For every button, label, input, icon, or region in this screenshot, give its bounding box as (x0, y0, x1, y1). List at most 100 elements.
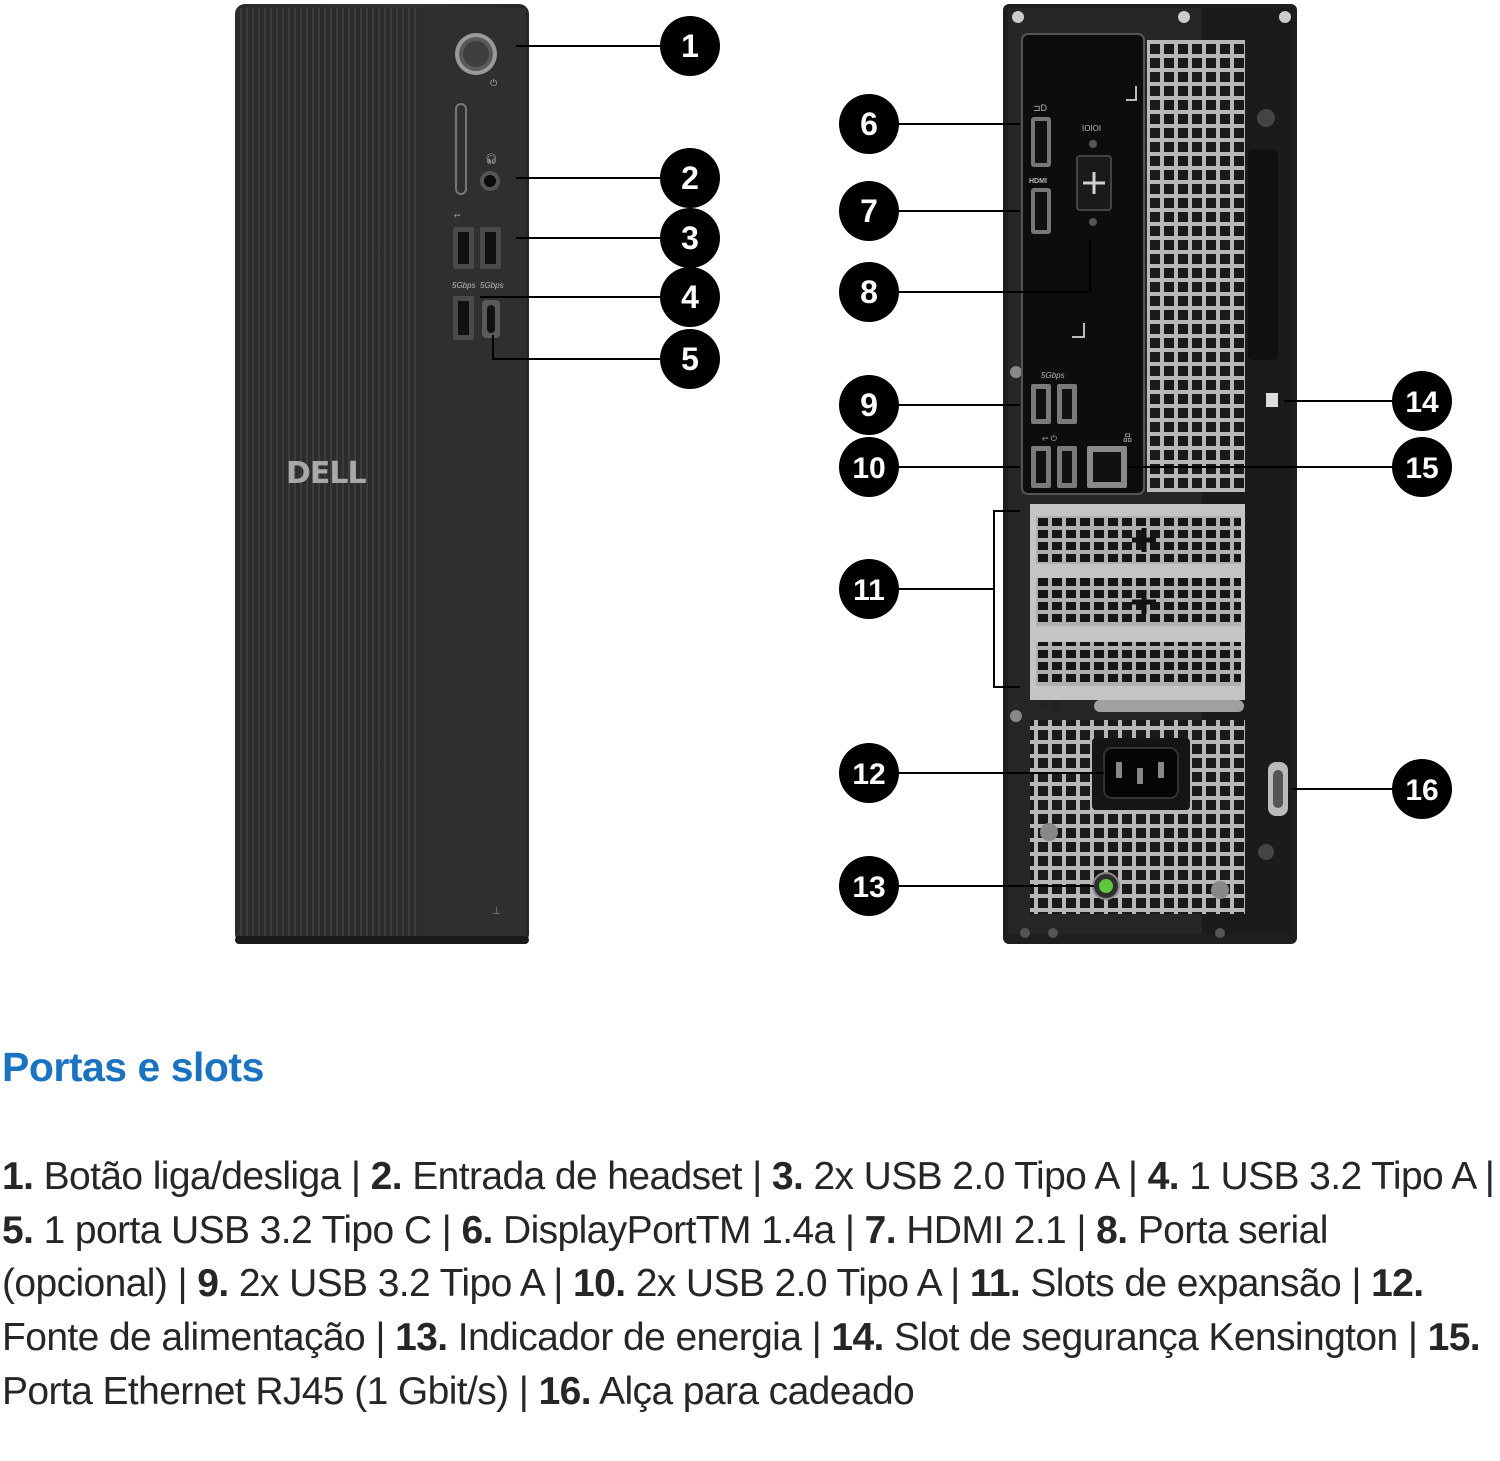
legend-item-number: 6. (461, 1208, 493, 1252)
padlock-loop (1268, 762, 1288, 816)
legend-separator: | (431, 1208, 462, 1252)
power-indicator-led (1092, 872, 1120, 900)
callout-12-label: 12 (852, 758, 885, 791)
legend-separator: | (741, 1155, 772, 1198)
legend-item-text: Fonte de alimentação (2, 1316, 366, 1360)
network-icon: 品 (1123, 433, 1132, 443)
legend-item-text: Porta Ethernet RJ45 (1 Gbit/s) (2, 1369, 509, 1413)
callout-1-label: 1 (681, 28, 699, 64)
legend-item-number: 14. (831, 1316, 884, 1360)
legend-item: 13. Indicador de energia (395, 1316, 802, 1360)
callout-8-label: 8 (860, 274, 878, 310)
legend-item-text: Entrada de headset (402, 1155, 742, 1198)
legend-item-number: 12. (1371, 1262, 1424, 1306)
usb-speed-label: 5Gbps (452, 281, 476, 290)
legend-item-text: DisplayPortTM 1.4a (492, 1208, 835, 1252)
hdmi-label: HDMI (1029, 178, 1047, 185)
legend-item: 9. 2x USB 3.2 Tipo A (197, 1262, 543, 1305)
front-usb-c-port (482, 300, 500, 338)
legend-item: 2. Entrada de headset (370, 1155, 743, 1198)
callout-7-label: 7 (860, 193, 878, 229)
callout-6-label: 6 (860, 106, 878, 142)
front-usb-2-ports: ⭉ (453, 211, 501, 269)
rear-handle-recess (1248, 150, 1278, 360)
legend-item-text: 2x USB 2.0 Tipo A (625, 1262, 941, 1306)
callout-3-label: 3 (681, 220, 699, 256)
rear-vent-grille (1147, 40, 1245, 492)
ports-legend: 1. Botão liga/desliga | 2. Entrada de he… (2, 1150, 1498, 1419)
legend-separator: | (340, 1155, 371, 1198)
displayport-port: ⊐D (1031, 103, 1051, 167)
headset-jack: 🎧︎ (480, 153, 500, 191)
usb-c-speed-label: 5Gbps (480, 281, 504, 290)
headset-icon: 🎧︎ (485, 153, 498, 165)
legend-item-number: 16. (538, 1369, 592, 1413)
dell-logo: DELL (286, 456, 367, 491)
callout-9-label: 9 (860, 387, 878, 423)
callout-15: 15 (1392, 437, 1452, 497)
serial-port-cover (1076, 140, 1112, 226)
callout-2-label: 2 (681, 160, 699, 196)
legend-item: 1. Botão liga/desliga (2, 1155, 341, 1198)
legend-item-text: 2x USB 3.2 Tipo A (228, 1262, 544, 1306)
power-supply (1030, 720, 1245, 914)
legend-item: 14. Slot de segurança Kensington (831, 1316, 1398, 1360)
drive-activity-icon: ⊥ (492, 906, 501, 917)
legend-item-text: 1 USB 3.2 Tipo A (1178, 1155, 1475, 1198)
callout-11-label: 11 (853, 574, 885, 607)
callout-14: 14 (1392, 371, 1452, 431)
ethernet-port: 品 (1087, 433, 1132, 488)
callout-14-label: 14 (1405, 386, 1439, 419)
serial-label: IOIOI (1082, 124, 1101, 133)
section-title: Portas e slots (2, 1044, 264, 1090)
legend-separator: | (1397, 1316, 1428, 1360)
legend-item-text: 2x USB 2.0 Tipo A (803, 1155, 1118, 1198)
legend-item: 15. Porta Ethernet RJ45 (1 Gbit/s) (2, 1316, 1481, 1413)
legend-separator: | (167, 1262, 198, 1306)
legend-item: 4. 1 USB 3.2 Tipo A (1148, 1155, 1475, 1198)
legend-item-text: HDMI 2.1 (896, 1208, 1067, 1252)
callout-5-label: 5 (681, 341, 699, 377)
legend-item: 6. DisplayPortTM 1.4a (461, 1208, 835, 1252)
legend-item-number: 1. (2, 1155, 34, 1198)
legend-item: 8. Porta serial (opcional) (2, 1209, 1328, 1306)
legend-separator: | (834, 1208, 865, 1252)
legend-item: 16. Alça para cadeado (539, 1370, 915, 1413)
callout-5: 5 (660, 329, 720, 389)
legend-separator: | (1066, 1208, 1097, 1252)
legend-item: 10. 2x USB 2.0 Tipo A (573, 1262, 940, 1305)
power-symbol-icon: ⏻ (490, 78, 497, 88)
callout-1: 1 (660, 16, 720, 76)
rear-usb-3-ports (1031, 384, 1077, 424)
usb-icon: ⭉ (454, 211, 461, 220)
leader-lines (480, 45, 1392, 887)
legend-item-number: 3. (771, 1155, 804, 1198)
power-button: ⏻ (455, 33, 497, 88)
legend-separator: | (543, 1262, 574, 1306)
front-chassis (235, 4, 529, 944)
kensington-slot (1266, 393, 1278, 407)
legend-item-number: 4. (1147, 1155, 1180, 1198)
legend-item-number: 11. (969, 1262, 1021, 1306)
legend-item-text: Porta serial (opcional) (2, 1208, 1328, 1306)
rear-usb-2-ports (1031, 446, 1077, 488)
callout-6: 6 (839, 94, 899, 154)
callout-16: 16 (1392, 759, 1452, 819)
legend-item-number: 13. (395, 1316, 448, 1360)
hdmi-port: HDMI (1029, 178, 1051, 234)
displayport-icon: ⊐D (1033, 103, 1048, 113)
expansion-slots (1030, 504, 1245, 712)
legend-item: 7. HDMI 2.1 (865, 1208, 1067, 1252)
legend-item-text: Indicador de energia (447, 1316, 802, 1360)
callout-16-label: 16 (1405, 774, 1438, 807)
legend-item-number: 2. (370, 1155, 403, 1198)
callout-12: 12 (839, 743, 899, 803)
computer-ports-diagram: ⏻ 🎧︎ ⭉ 5Gbps 5Gbps DELL ⊥ (235, 4, 1452, 944)
callout-15-label: 15 (1405, 452, 1438, 485)
legend-separator: | (508, 1369, 539, 1413)
io-panel (1021, 33, 1145, 495)
front-usb-3-port (453, 296, 474, 340)
legend-item: 11. Slots de expansão (969, 1262, 1342, 1306)
legend-item-text: Slot de segurança Kensington (883, 1316, 1398, 1360)
legend-item-number: 10. (573, 1262, 626, 1306)
